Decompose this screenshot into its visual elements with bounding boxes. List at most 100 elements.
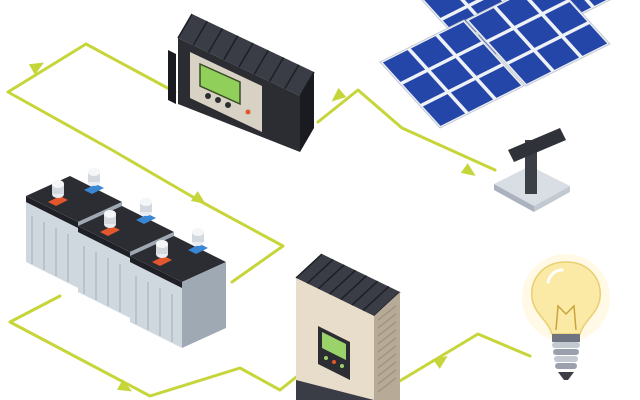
heatsink-fin xyxy=(192,20,208,46)
heatsink-fin xyxy=(207,28,224,53)
heatsink-fin xyxy=(317,264,345,290)
wire-battery-to-inverter xyxy=(8,294,302,398)
panel-base-side-r xyxy=(534,186,570,212)
wiring xyxy=(6,42,532,398)
solar-panel-icon xyxy=(379,0,612,212)
heatsink-fin xyxy=(295,253,323,279)
heatsink-fin xyxy=(340,275,368,301)
inverter-button xyxy=(340,364,344,368)
panel-cell xyxy=(422,94,466,126)
terminal-post xyxy=(140,202,152,212)
terminal-post xyxy=(140,198,152,206)
vent-slot xyxy=(377,321,397,337)
terminal-post xyxy=(88,168,100,176)
terminal-post xyxy=(192,232,204,242)
panel-cell xyxy=(424,0,466,18)
panel-bracket xyxy=(508,128,566,162)
vent-slot xyxy=(377,369,397,385)
panel-cell xyxy=(564,24,608,56)
battery-lid-edge xyxy=(26,196,78,228)
screw-thread xyxy=(555,363,577,369)
heatsink-fin xyxy=(306,258,334,284)
controller-button xyxy=(225,102,231,108)
heatsink-fin xyxy=(177,13,193,39)
wire-controller-to-battery xyxy=(6,42,285,284)
panel-cell xyxy=(464,0,477,4)
terminal-positive xyxy=(48,196,68,206)
bulb-screw-base xyxy=(552,342,580,369)
vent-slot xyxy=(377,313,397,329)
controller-button xyxy=(215,97,221,103)
panel-cell xyxy=(496,0,540,26)
panel-cell xyxy=(450,80,494,112)
heatsink-fin xyxy=(351,280,379,306)
heatsink-fin xyxy=(253,49,269,75)
flow-arrow-icon xyxy=(432,355,448,369)
terminal-post xyxy=(88,172,100,182)
panel-cell xyxy=(508,52,552,84)
battery-top xyxy=(26,176,122,222)
panel-cell xyxy=(488,30,532,62)
inverter-side xyxy=(374,292,400,400)
wire-inverter-to-bulb xyxy=(396,332,532,384)
terminal-positive xyxy=(100,226,120,236)
light-bulb-icon xyxy=(522,254,610,380)
heatsink-fin xyxy=(238,42,254,68)
panel-cell-grid xyxy=(379,0,612,129)
vent-slot xyxy=(377,329,397,345)
panel-cell xyxy=(536,38,580,70)
controller-heatsink xyxy=(177,13,315,97)
bulb-filament xyxy=(555,304,577,331)
terminal-post xyxy=(104,214,116,224)
bulb-highlight xyxy=(546,268,564,284)
screw-thread xyxy=(553,349,579,355)
battery-top xyxy=(78,206,174,252)
controller-screen xyxy=(199,62,241,106)
panel-cell xyxy=(438,22,482,54)
vent-slot xyxy=(377,353,397,369)
panel-cell xyxy=(430,58,474,90)
terminal-negative xyxy=(136,214,156,224)
vent-slot xyxy=(377,345,397,361)
panel-cell xyxy=(458,44,502,76)
bulb-neck xyxy=(552,334,580,342)
controller-mount xyxy=(168,50,176,104)
terminal-post xyxy=(156,240,168,248)
vent-slot xyxy=(377,361,397,377)
panel-cell xyxy=(410,36,454,68)
terminal-negative xyxy=(84,184,104,194)
heatsink-fin xyxy=(328,269,356,295)
controller-side xyxy=(300,72,314,152)
terminal-positive xyxy=(152,256,172,266)
panel-cell xyxy=(382,50,426,82)
heatsink-fin xyxy=(284,64,300,90)
heatsink-fin xyxy=(362,286,390,312)
vent-slot xyxy=(377,337,397,353)
panel-cell xyxy=(531,0,567,12)
battery-lid-edge xyxy=(130,256,182,288)
panel-cell xyxy=(516,16,560,48)
inverter-button xyxy=(332,360,336,364)
vent-slot xyxy=(377,377,397,393)
battery-bank xyxy=(26,168,226,348)
terminal-post xyxy=(52,180,64,188)
flow-arrow-icon xyxy=(116,379,133,392)
inverter-screen xyxy=(322,332,346,360)
flow-arrow-icon xyxy=(331,87,347,102)
heatsink-fin xyxy=(223,35,239,61)
heatsink-fin xyxy=(268,57,285,82)
inverter-bottom xyxy=(296,380,374,400)
battery-icon xyxy=(130,228,226,348)
panel-cell xyxy=(478,66,522,98)
flow-arrow-icon xyxy=(190,191,206,205)
panel-cell xyxy=(468,8,512,40)
inverter-icon xyxy=(295,253,401,400)
screw-thread xyxy=(552,342,580,348)
panel-cell xyxy=(544,2,588,34)
flow-arrow-icon xyxy=(460,163,476,177)
terminal-post xyxy=(104,210,116,218)
battery-side xyxy=(182,262,226,348)
flow-arrows xyxy=(28,62,476,392)
bulb-tip xyxy=(558,372,574,380)
